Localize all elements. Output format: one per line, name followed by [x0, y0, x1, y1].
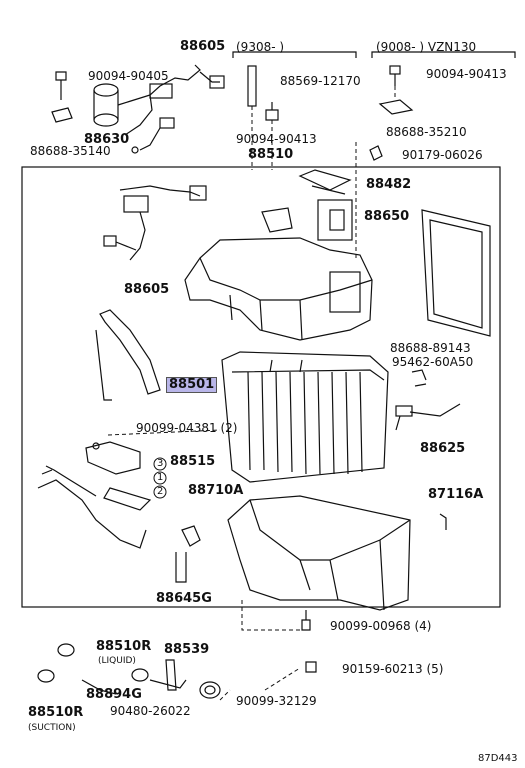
- label-90099-04381: 90099-04381 (2): [136, 421, 238, 435]
- label-88605-top: 88605: [180, 39, 226, 54]
- pipes-drawing: [37, 465, 152, 549]
- label-ref-code: 87D443: [478, 753, 518, 764]
- bracket-small: [261, 207, 293, 233]
- label-88645G: 88645G: [156, 591, 212, 606]
- clip-87116A-drawing: [439, 513, 447, 530]
- bracket-9308: [232, 51, 357, 58]
- label-88482: 88482: [366, 177, 412, 192]
- label-range-9008: (9008- ) VZN130: [376, 40, 477, 54]
- clip-95462-drawing: [411, 369, 427, 387]
- label-88894G: 88894G: [86, 687, 142, 702]
- upper-case-88510-drawing: [184, 237, 373, 341]
- bolt-90094-90405-drawing: [51, 71, 73, 123]
- assembly-frame: [21, 166, 501, 608]
- label-88630: 88630: [84, 132, 130, 147]
- pipe-guard-drawing: [95, 309, 161, 401]
- filter-frame-drawing: [421, 209, 491, 337]
- label-90094-90405: 90094-90405: [88, 69, 169, 83]
- part-88515-drawing: [85, 441, 141, 475]
- actuator-88650-drawing: [317, 199, 353, 241]
- label-88688-89143: 88688-89143: [390, 341, 471, 355]
- bracket-88482-drawing: [298, 169, 352, 195]
- label-90179-06026: 90179-06026: [402, 148, 483, 162]
- label-circle-1: 1: [157, 472, 164, 483]
- label-90159-60213: 90159-60213 (5): [342, 662, 444, 676]
- bolt-90094-90413-right: [389, 65, 401, 86]
- part-88539-drawing: [165, 659, 177, 691]
- label-suction: (SUCTION): [28, 723, 76, 733]
- label-88539: 88539: [164, 642, 210, 657]
- label-90480-26022: 90480-26022: [110, 704, 191, 718]
- label-95462-60A50: 95462-60A50: [392, 355, 474, 369]
- clip-90179-drawing: [369, 145, 383, 161]
- label-liquid: (LIQUID): [98, 656, 136, 666]
- label-90099-00968: 90099-00968 (4): [330, 619, 432, 633]
- label-88650: 88650: [364, 209, 410, 224]
- label-90094-90413-center: 90094-90413: [236, 132, 317, 146]
- sensor-88625-drawing: [395, 403, 461, 431]
- bracket-88688-35210-drawing: [378, 99, 414, 115]
- circle-1-mark: [153, 471, 167, 485]
- label-88710A: 88710A: [188, 483, 244, 498]
- screw-90159: [305, 661, 317, 673]
- label-circle-2: 2: [157, 486, 164, 497]
- label-88501: 88501: [166, 377, 218, 393]
- index-circles: [153, 457, 167, 499]
- label-88625: 88625: [420, 441, 466, 456]
- o-rings-drawing: [37, 643, 221, 699]
- screw-90099-00968: [301, 610, 311, 631]
- label-90094-90413-right: 90094-90413: [426, 67, 507, 81]
- label-88688-35210: 88688-35210: [386, 125, 467, 139]
- label-88510R-liquid: 88510R: [96, 639, 152, 654]
- label-88510: 88510: [248, 147, 294, 162]
- motor-88630-drawing: [93, 83, 151, 127]
- circle-2-mark: [153, 485, 167, 499]
- label-88688-35140: 88688-35140: [30, 144, 111, 158]
- label-88510R-suction: 88510R: [28, 705, 84, 720]
- part-88645G-drawing: [175, 525, 201, 583]
- label-88515: 88515: [170, 454, 216, 469]
- harness-88605-top-drawing: [124, 64, 225, 154]
- circle-3-mark: [153, 457, 167, 471]
- lower-case-drawing: [227, 495, 411, 611]
- label-circle-3: 3: [157, 458, 164, 469]
- harness-88605-mid-drawing: [103, 185, 207, 261]
- label-88569-12170: 88569-12170: [280, 74, 361, 88]
- bracket-9008: [371, 51, 516, 58]
- bolt-90094-90413-center: [265, 102, 279, 121]
- evaporator-88501-drawing: [221, 351, 389, 483]
- label-87116A: 87116A: [428, 487, 484, 502]
- label-90099-32129: 90099-32129: [236, 694, 317, 708]
- label-range-9308: (9308- ): [236, 40, 285, 54]
- part-88569-drawing: [247, 65, 257, 107]
- label-88605-mid: 88605: [124, 282, 170, 297]
